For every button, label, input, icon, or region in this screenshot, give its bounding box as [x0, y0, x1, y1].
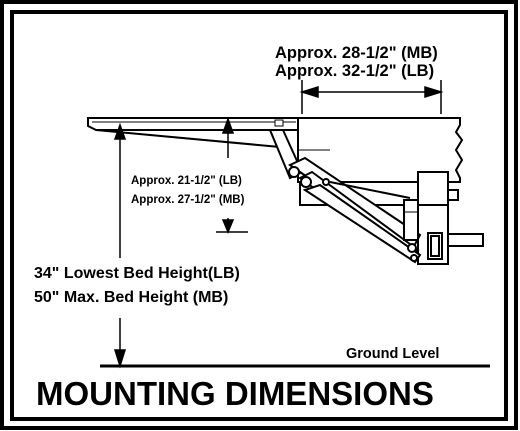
linkage-width-label-lb: Approx. 32-1/2" (LB): [275, 62, 435, 80]
lowest-bed-height-label: 34" Lowest Bed Height(LB): [34, 265, 240, 282]
drop-dimension: [216, 116, 248, 234]
frame-mount: [417, 171, 484, 265]
drop-label-mb: Approx. 27-1/2" (MB): [131, 194, 245, 206]
linkage-arms: [268, 129, 422, 264]
ground-level-label: Ground Level: [346, 346, 440, 362]
width-dimension: [299, 80, 444, 114]
max-bed-height-label: 50" Max. Bed Height (MB): [34, 289, 229, 306]
liftgate-platform: [87, 117, 299, 149]
page-title: MOUNTING DIMENSIONS: [36, 375, 434, 412]
linkage-width-label-mb: Approx. 28-1/2" (MB): [275, 44, 438, 62]
height-dimension: [113, 122, 127, 369]
drop-label-lb: Approx. 21-1/2" (LB): [131, 175, 242, 187]
inner-border: [10, 10, 508, 421]
